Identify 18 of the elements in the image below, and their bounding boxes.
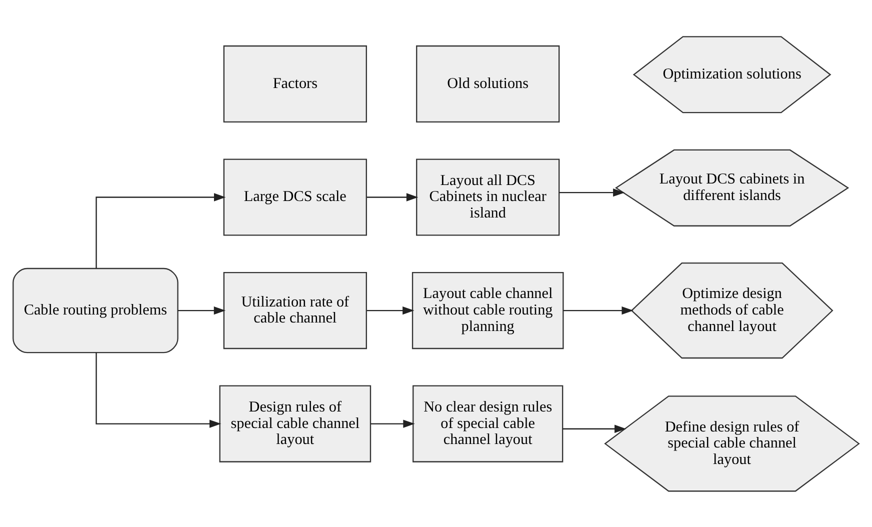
node-box: Factors <box>223 44 367 122</box>
node-box: Layout all DCS Cabinets in nuclear island <box>416 158 560 236</box>
node-box: Old solutions <box>416 44 560 122</box>
node-box: No clear design rules of special cable channel layout <box>412 384 564 462</box>
arrow <box>178 306 226 314</box>
arrow <box>96 192 226 268</box>
node-box: Utilization rate of cable channel <box>223 271 367 349</box>
node-box: Cable routing problems <box>12 267 178 353</box>
node-box: Design rules of special cable channel layout <box>219 384 372 462</box>
arrow <box>96 352 222 428</box>
arrow <box>562 424 626 432</box>
arrow <box>366 192 418 201</box>
arrow <box>370 419 415 428</box>
arrow <box>559 188 625 196</box>
node-box: Large DCS scale <box>223 158 367 236</box>
arrow <box>563 306 634 314</box>
node-box: Layout cable channel without cable routing planning <box>412 271 564 349</box>
arrow <box>366 306 414 314</box>
